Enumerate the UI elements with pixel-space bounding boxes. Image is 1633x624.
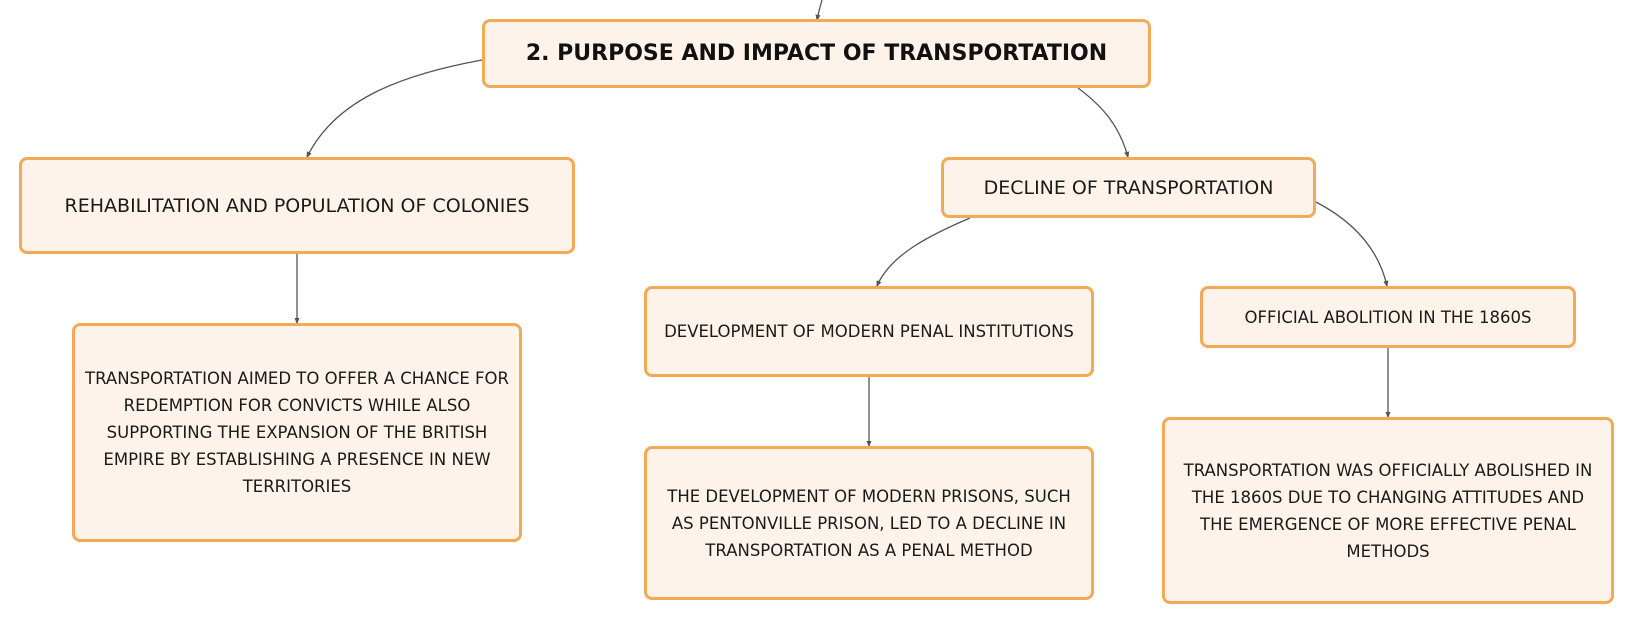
connector-root-to-decline <box>1077 87 1130 159</box>
root-node[interactable]: 2. PURPOSE AND IMPACT OF TRANSPORTATION <box>482 19 1151 88</box>
rehabilitation-detail-node[interactable]: TRANSPORTATION AIMED TO OFFER A CHANCE F… <box>72 323 522 542</box>
modern-penal-detail-node[interactable]: THE DEVELOPMENT OF MODERN PRISONS, SUCH … <box>644 446 1094 600</box>
root-node-label: 2. PURPOSE AND IMPACT OF TRANSPORTATION <box>525 41 1108 66</box>
abolition-node[interactable]: OFFICIAL ABOLITION IN THE 1860S <box>1200 286 1576 348</box>
connector-parent-to-root <box>815 0 823 22</box>
branch-decline-label: DECLINE OF TRANSPORTATION <box>983 176 1274 199</box>
modern-penal-detail-text: THE DEVELOPMENT OF MODERN PRISONS, SUCH … <box>667 486 1071 560</box>
connector-root-to-rehabilitation <box>306 59 483 159</box>
abolition-detail-text: TRANSPORTATION WAS OFFICIALLY ABOLISHED … <box>1183 460 1593 561</box>
abolition-label: OFFICIAL ABOLITION IN THE 1860S <box>1244 307 1532 327</box>
modern-penal-node[interactable]: DEVELOPMENT OF MODERN PENAL INSTITUTIONS <box>644 286 1094 377</box>
connector-decline-to-abolition <box>1315 201 1389 288</box>
branch-decline-node[interactable]: DECLINE OF TRANSPORTATION <box>941 157 1316 218</box>
modern-penal-label: DEVELOPMENT OF MODERN PENAL INSTITUTIONS <box>664 322 1074 341</box>
branch-rehabilitation-label: REHABILITATION AND POPULATION OF COLONIE… <box>64 194 530 217</box>
rehabilitation-detail-text: TRANSPORTATION AIMED TO OFFER A CHANCE F… <box>85 369 509 496</box>
branch-rehabilitation-node[interactable]: REHABILITATION AND POPULATION OF COLONIE… <box>19 157 575 254</box>
connector-decline-to-modern-penal <box>876 217 971 288</box>
abolition-detail-node[interactable]: TRANSPORTATION WAS OFFICIALLY ABOLISHED … <box>1162 417 1614 604</box>
